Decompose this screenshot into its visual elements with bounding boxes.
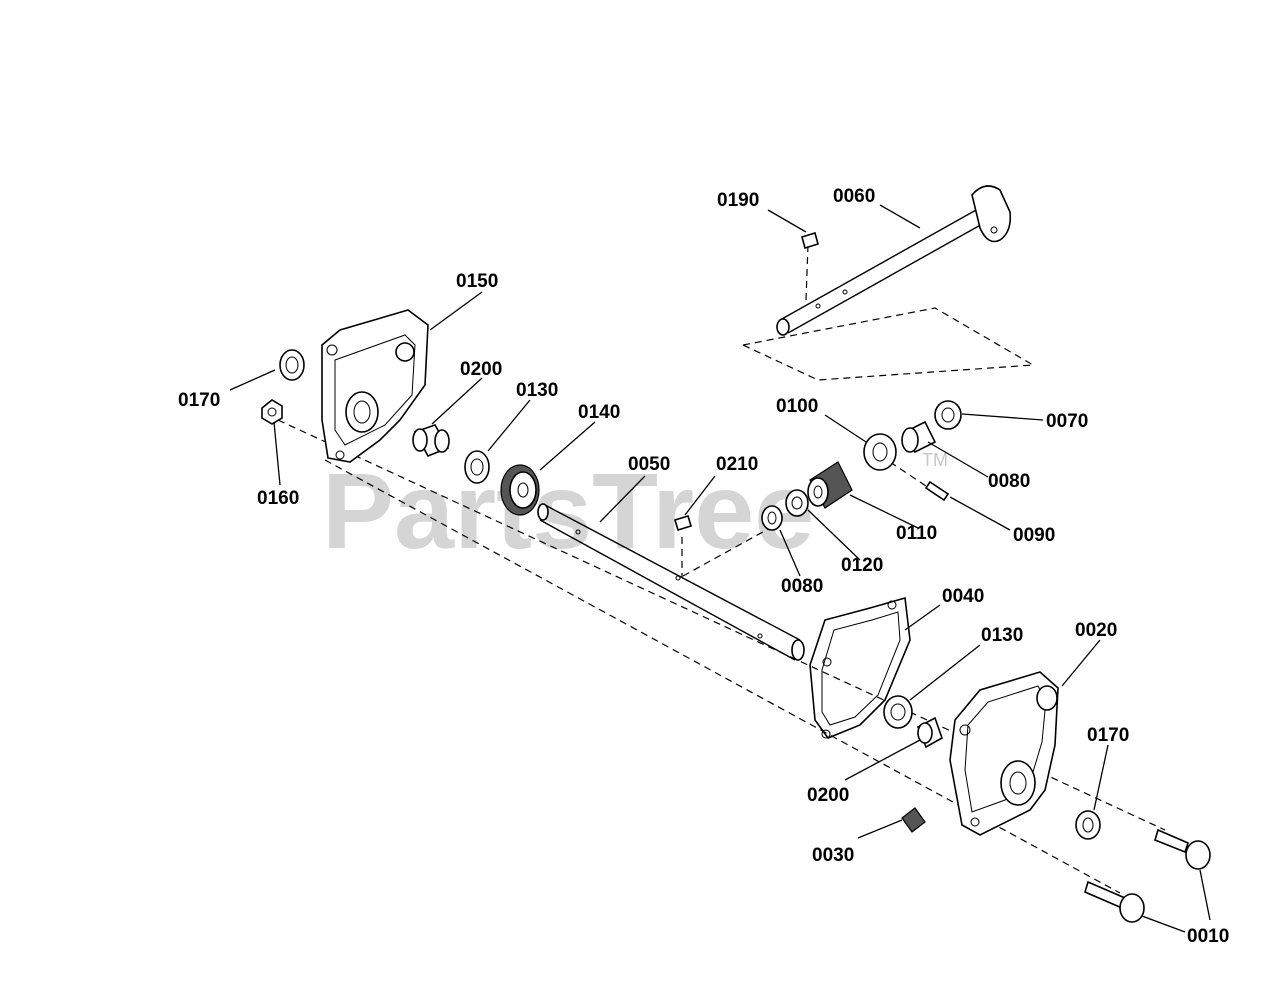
part-0010-bolt-upper[interactable]: [1154, 828, 1211, 870]
part-0120-washer[interactable]: [785, 489, 809, 517]
leader-lines: [229, 204, 1211, 933]
part-0140-gear[interactable]: [500, 464, 540, 516]
callout-0100[interactable]: 0100: [776, 396, 818, 417]
callout-0030[interactable]: 0030: [812, 845, 854, 866]
part-0050-shaft[interactable]: [537, 503, 805, 661]
callout-0050[interactable]: 0050: [628, 454, 670, 475]
part-0200-spacer-right[interactable]: [916, 716, 943, 749]
callout-0120[interactable]: 0120: [841, 555, 883, 576]
part-0070-washer[interactable]: [934, 400, 962, 430]
callout-0140[interactable]: 0140: [578, 402, 620, 423]
part-0170-bushing-right[interactable]: [1075, 810, 1101, 840]
watermark-brand: PartsTree: [322, 450, 814, 571]
callout-labels: 0190 0060 0150 0170 0200 0130 0140 0160 …: [178, 186, 1229, 947]
part-0190-pin[interactable]: [801, 231, 819, 250]
part-0210-key[interactable]: [674, 514, 692, 532]
part-0060-shaft[interactable]: [776, 185, 1012, 336]
callout-0010[interactable]: 0010: [1187, 926, 1229, 947]
part-0170-bushing-left[interactable]: [279, 349, 305, 381]
callout-0210[interactable]: 0210: [716, 454, 758, 475]
callout-0130-left[interactable]: 0130: [516, 380, 558, 401]
part-0090-pin[interactable]: [924, 480, 950, 502]
watermark: PartsTree TM: [322, 450, 948, 571]
callout-0040[interactable]: 0040: [942, 586, 984, 607]
callout-0150[interactable]: 0150: [456, 271, 498, 292]
part-0100-collar[interactable]: [863, 433, 897, 471]
callout-0080-lower[interactable]: 0080: [781, 576, 823, 597]
part-0130-bearing-left[interactable]: [464, 450, 490, 484]
callout-0170-right[interactable]: 0170: [1087, 725, 1129, 746]
part-0130-bearing-right[interactable]: [883, 695, 913, 729]
part-0200-spacer-left[interactable]: [412, 424, 450, 458]
part-0150-housing[interactable]: [321, 309, 429, 463]
callout-0170-left[interactable]: 0170: [178, 390, 220, 411]
callout-0080-upper[interactable]: 0080: [988, 471, 1030, 492]
part-0080-bushing-lower[interactable]: [761, 505, 783, 531]
part-0020-housing[interactable]: [949, 671, 1059, 836]
callout-0190[interactable]: 0190: [717, 190, 759, 211]
callout-0200-right[interactable]: 0200: [807, 785, 849, 806]
callout-0200-left[interactable]: 0200: [460, 359, 502, 380]
callout-0110[interactable]: 0110: [896, 523, 937, 544]
callout-0060[interactable]: 0060: [833, 186, 875, 207]
callout-0070[interactable]: 0070: [1046, 411, 1088, 432]
callout-0130-right[interactable]: 0130: [981, 625, 1023, 646]
part-0160-nut[interactable]: [261, 399, 283, 425]
part-0080-bushing-upper[interactable]: [901, 420, 937, 454]
part-0010-bolt-lower[interactable]: [1084, 880, 1145, 923]
watermark-trademark: TM: [922, 450, 948, 470]
callout-0090[interactable]: 0090: [1013, 525, 1055, 546]
part-0110-worm[interactable]: [807, 461, 853, 509]
part-0040-gasket[interactable]: [809, 596, 911, 739]
part-0030-setscrew[interactable]: [901, 807, 926, 833]
callout-0020[interactable]: 0020: [1075, 620, 1117, 641]
assembly-lines: [277, 244, 1166, 894]
callout-0160[interactable]: 0160: [257, 488, 299, 509]
